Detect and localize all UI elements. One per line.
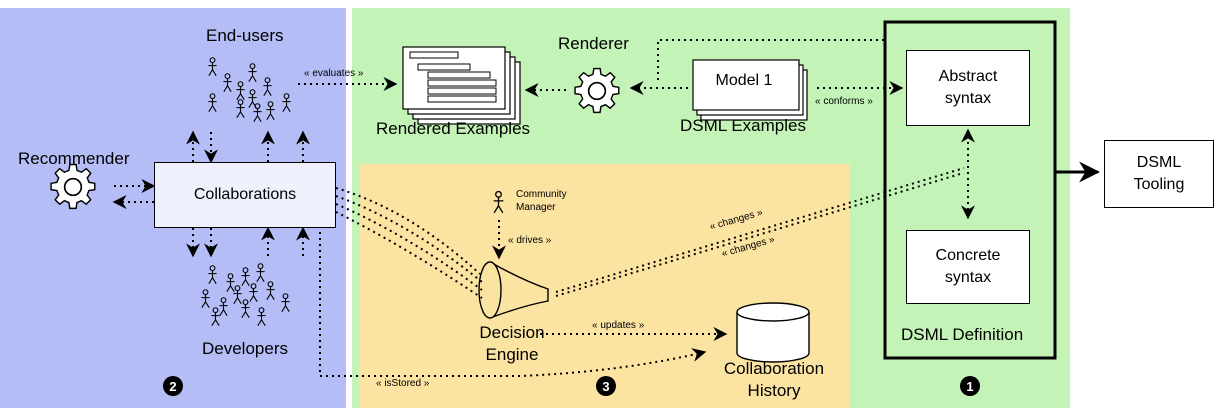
developers-figures [200, 263, 291, 327]
concrete-syntax-label: Concrete syntax [935, 247, 1001, 286]
region-marker-1: 1 [960, 376, 980, 396]
rendered-examples-documents [402, 46, 521, 125]
updates-edge-label: « updates » [592, 320, 645, 331]
abstract-syntax-box[interactable]: Abstract syntax [906, 50, 1030, 126]
dsml-tooling-box[interactable]: DSML Tooling [1104, 140, 1214, 208]
drives-edge-label: « drives » [508, 235, 552, 246]
recommender-label: Recommender [18, 149, 130, 168]
end-users-figures [207, 57, 292, 123]
region-marker-3: 3 [596, 376, 616, 396]
renderer-label: Renderer [558, 34, 629, 53]
collaboration-history-cylinder [736, 302, 810, 363]
concrete-syntax-box[interactable]: Concrete syntax [906, 230, 1030, 304]
is-stored-edge-label: « isStored » [376, 378, 430, 389]
region-marker-2: 2 [163, 376, 183, 396]
collaborations-box[interactable]: Collaborations [154, 162, 336, 228]
end-users-label: End-users [206, 26, 284, 45]
decision-engine-funnel [478, 261, 549, 319]
collaborations-label: Collaborations [193, 186, 297, 203]
recommender-gear-icon [50, 163, 96, 210]
renderer-gear-icon [574, 67, 620, 114]
dsml-examples-label: DSML Examples [680, 116, 806, 135]
dsml-definition-frame [883, 20, 1057, 360]
model-1-box[interactable]: Model 1 [689, 56, 799, 106]
dsml-definition-label: DSML Definition [901, 325, 1024, 344]
community-manager-label: Community Manager [516, 189, 567, 213]
model-1-label: Model 1 [715, 72, 773, 89]
decision-engine-label: Decision Engine [479, 323, 545, 364]
abstract-syntax-label: Abstract syntax [938, 68, 998, 107]
dsml-tooling-label: DSML Tooling [1133, 154, 1185, 193]
conforms-edge-label: « conforms » [815, 96, 873, 107]
decision-region [360, 164, 850, 408]
developers-label: Developers [202, 339, 288, 358]
rendered-examples-label: Rendered Examples [376, 119, 531, 138]
community-manager-figure [492, 190, 505, 214]
dsml-examples-stack [692, 59, 808, 121]
evaluates-edge-label: « evaluates » [304, 68, 364, 79]
collaboration-history-label: Collaboration History [723, 359, 825, 400]
